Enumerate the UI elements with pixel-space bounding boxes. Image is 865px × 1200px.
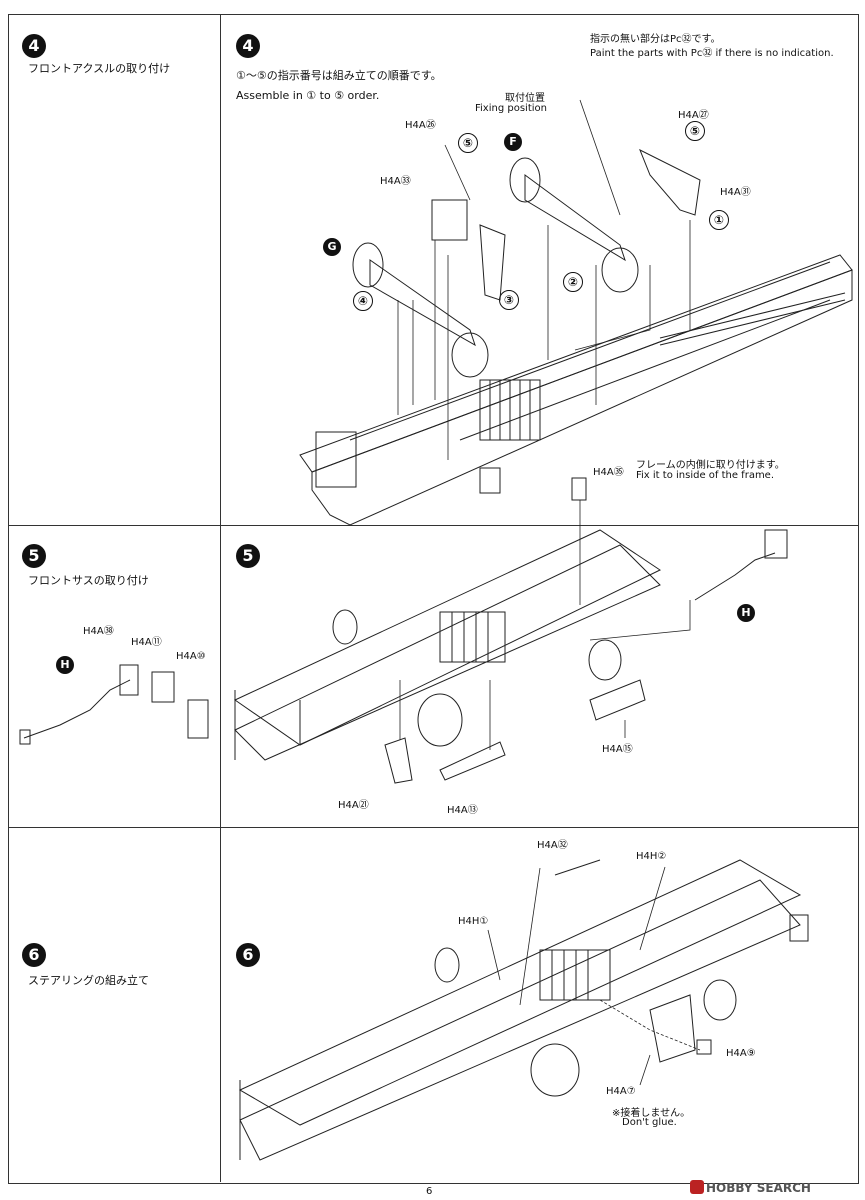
side-marker-h: H <box>56 656 74 674</box>
order-mark-1: ① <box>709 210 729 230</box>
part-h4h-2: H4H② <box>636 851 667 862</box>
part-h4a-35: H4A㉟ <box>593 467 624 478</box>
part-h4a-27: H4A㉗ <box>678 110 709 121</box>
inside-frame-note-en: Fix it to inside of the frame. <box>636 470 775 481</box>
side-diagram-parts <box>19 664 209 745</box>
order-mark-4: ④ <box>353 291 373 311</box>
sidebar-step-5-title: フロントサスの取り付け <box>28 574 149 587</box>
part-h4a-9: H4A⑨ <box>726 1048 756 1059</box>
column-divider <box>220 14 221 1182</box>
sidebar-step-6-title: ステアリングの組み立て <box>28 974 149 987</box>
step5-chassis-frame <box>233 477 788 784</box>
fixing-jp: 取付位置 <box>505 93 545 104</box>
marker-f: F <box>504 133 522 151</box>
paint-note-en: Paint the parts with Pc㉜ if there is no … <box>590 48 834 59</box>
order-mark-5a: ⑤ <box>458 133 478 153</box>
order-note-en: Assemble in ① to ⑤ order. <box>236 89 380 102</box>
sidebar-step-5-number: 5 <box>22 544 46 568</box>
step5-leader-lines <box>399 500 691 750</box>
step4-chassis-frame <box>299 254 853 526</box>
no-glue-en: Don't glue. <box>622 1117 677 1128</box>
step4-leader-lines <box>397 99 691 460</box>
marker-g: G <box>323 238 341 256</box>
section-divider-2 <box>8 827 858 828</box>
hobby-search-watermark: HOBBY SEARCH <box>706 1181 811 1195</box>
sidebar-step-6-number: 6 <box>22 943 46 967</box>
page-frame <box>8 14 859 1184</box>
sidebar-step-4-title: フロントアクスルの取り付け <box>28 62 171 75</box>
page-number: 6 <box>426 1186 433 1197</box>
part-h4a-32: H4A㉜ <box>537 840 568 851</box>
part-h4h-1: H4H① <box>458 916 489 927</box>
marker-h: H <box>737 604 755 622</box>
inside-frame-note-jp: フレームの内側に取り付けます。 <box>636 460 785 471</box>
step-4-number: 4 <box>236 34 260 58</box>
step-6-number: 6 <box>236 943 260 967</box>
side-part-11: H4A⑪ <box>131 637 162 648</box>
step-5-number: 5 <box>236 544 260 568</box>
side-part-10: H4A⑩ <box>176 651 206 662</box>
order-note-jp: ①～⑤の指示番号は組み立ての順番です。 <box>236 69 442 82</box>
no-glue-jp: ※接着しません。 <box>612 1108 691 1119</box>
part-h4a-26: H4A㉖ <box>405 120 436 131</box>
section-divider-1 <box>8 525 858 526</box>
step4-axle-g <box>352 199 506 378</box>
step4-axle-f <box>509 148 701 293</box>
part-h4a-13: H4A⑬ <box>447 805 478 816</box>
part-h4a-7: H4A⑦ <box>606 1086 636 1097</box>
part-h4a-33: H4A㉝ <box>380 176 411 187</box>
step6-leader-lines <box>487 866 701 1086</box>
paint-note-jp: 指示の無い部分はPc㉜です。 <box>590 34 721 45</box>
order-mark-2: ② <box>563 272 583 292</box>
part-h4a-31: H4A㉛ <box>720 187 751 198</box>
part-h4a-15: H4A⑮ <box>602 744 633 755</box>
hobby-search-logo-icon <box>690 1180 704 1194</box>
part-h4a-21: H4A㉑ <box>338 800 369 811</box>
fixing-en: Fixing position <box>475 103 547 114</box>
side-part-38: H4A㊳ <box>83 626 114 637</box>
step6-chassis-frame <box>238 859 809 1161</box>
order-mark-5b: ⑤ <box>685 121 705 141</box>
sidebar-step-4-number: 4 <box>22 34 46 58</box>
